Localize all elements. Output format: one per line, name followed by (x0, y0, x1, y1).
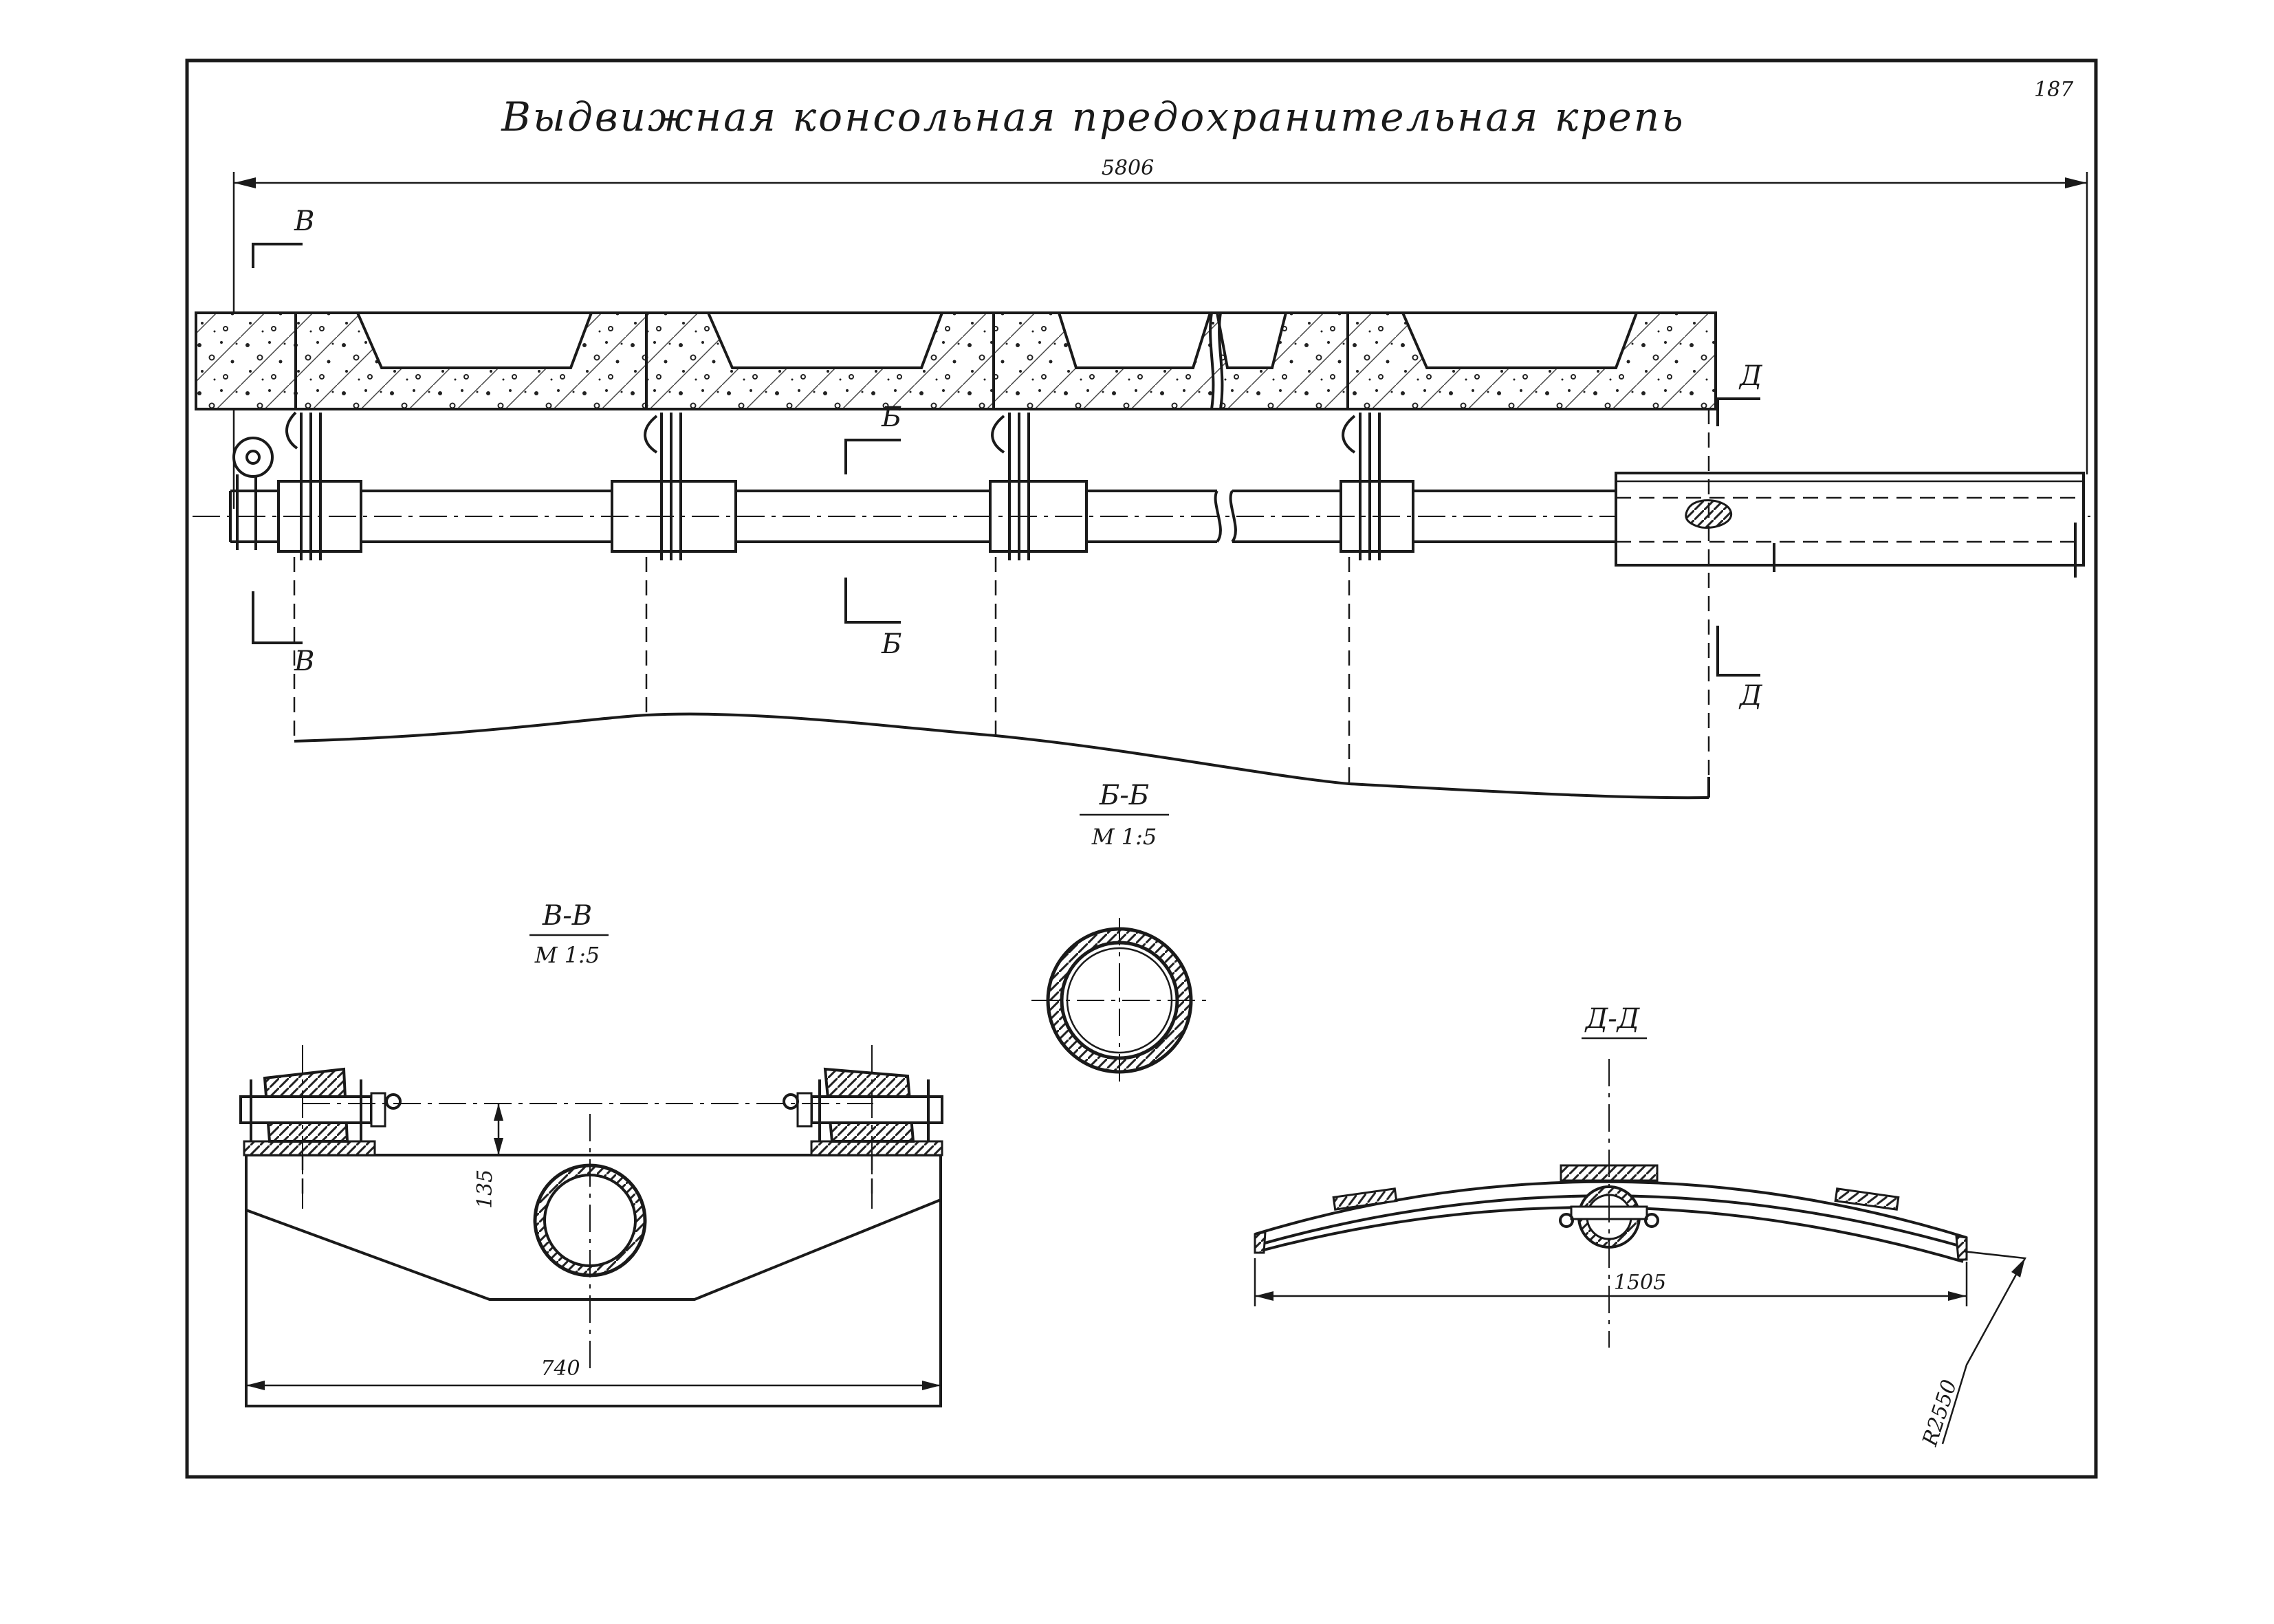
hanger-clamps (232, 411, 1381, 560)
dimension-text-135: 135 (473, 1170, 497, 1209)
drawing-title: Выдвижная консольная предохранительная к… (501, 94, 1685, 140)
svg-text:Д: Д (1738, 680, 1763, 712)
section-bb-label: Б-Б (1099, 780, 1149, 811)
right-clamp-block (783, 1045, 943, 1210)
svg-text:В: В (294, 646, 314, 677)
section-mark-b-bottom: Б (844, 578, 901, 660)
section-vv-scale: М 1:5 (534, 942, 600, 968)
dimension-text-740: 740 (540, 1357, 580, 1381)
dimension-1505: 1505 (1254, 1258, 1968, 1306)
clamp-4 (1342, 413, 1381, 560)
clamp-2 (644, 413, 682, 560)
section-mark-v-bottom: В (252, 591, 314, 677)
left-clamp-block (239, 1045, 402, 1210)
section-mark-d-bottom: Д (1716, 626, 1763, 712)
dimension-text-5806: 5806 (1102, 156, 1154, 180)
clamp-1 (285, 411, 322, 560)
section-bb-scale: М 1:5 (1091, 824, 1157, 850)
section-dd-label: Д-Д (1584, 1003, 1641, 1035)
svg-text:Б: Б (881, 628, 901, 660)
dimension-text-r2550: R2550 (1918, 1377, 1962, 1450)
dimension-135: 135 (303, 1103, 873, 1209)
concrete-roof (195, 311, 1717, 410)
section-vv-view: В-В М 1:5 (239, 900, 943, 1407)
section-bb-view: Б-Б М 1:5 (1031, 780, 1210, 1086)
clamp-3 (991, 413, 1030, 560)
section-vv-label: В-В (542, 900, 592, 932)
svg-text:Д: Д (1738, 360, 1763, 392)
page-number: 187 (2034, 78, 2074, 102)
section-mark-d-top: Д (1716, 360, 1763, 426)
section-dd-view: Д-Д 1505 R2550 (1254, 1003, 2026, 1450)
svg-text:Б: Б (881, 402, 901, 433)
end-roller (232, 437, 274, 550)
dimension-radius: R2550 (1918, 1250, 2026, 1450)
dimension-740: 740 (246, 1357, 941, 1390)
sheet-frame (185, 58, 2098, 1479)
section-mark-b-top: Б (844, 402, 901, 474)
dimension-text-1505: 1505 (1614, 1271, 1666, 1295)
section-mark-v-top: В (252, 206, 314, 268)
svg-text:В: В (294, 206, 314, 237)
main-elevation-view: 5806 (193, 156, 2090, 800)
dimension-5806: 5806 (232, 156, 2088, 509)
projection-lines (293, 409, 1710, 800)
telescopic-tube (1615, 472, 2085, 578)
